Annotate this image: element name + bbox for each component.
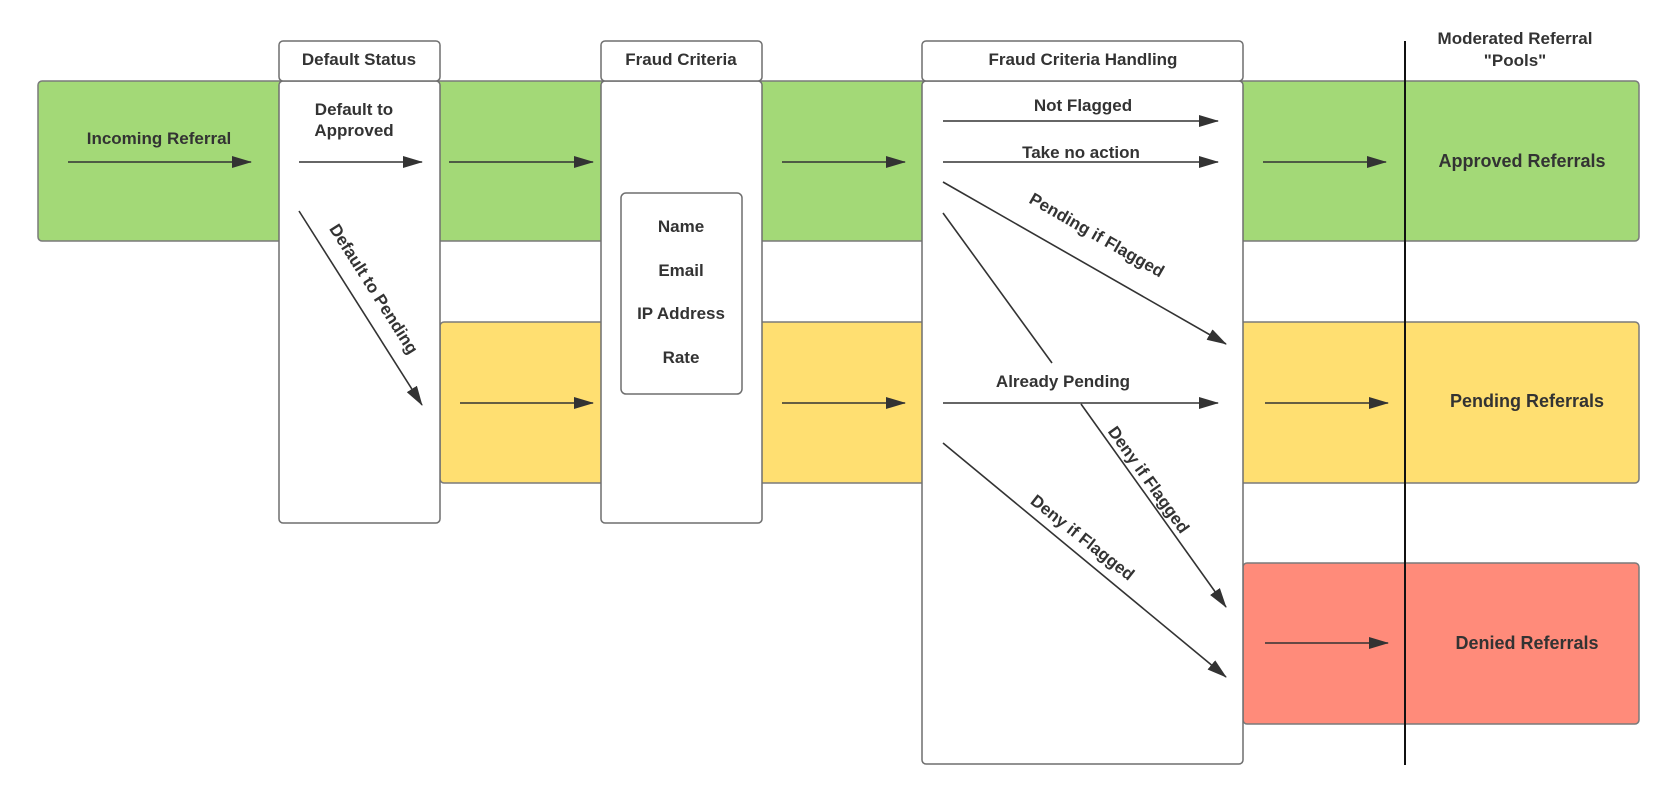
- pools-title-line2: "Pools": [1484, 51, 1546, 70]
- pools-title-line1: Moderated Referral: [1438, 29, 1593, 48]
- pending-pool-label: Pending Referrals: [1450, 391, 1604, 411]
- deny-if-flagged-arrow-b: [942, 442, 1227, 678]
- fraud-criteria-header: [600, 40, 763, 82]
- fraud-criteria-title: Fraud Criteria: [625, 50, 737, 69]
- already-pending-label: Already Pending: [996, 372, 1130, 391]
- deny-if-flagged-arrow-a: [1080, 403, 1227, 608]
- pending-flag-connector: [942, 212, 1053, 364]
- default-status-header: [278, 40, 441, 82]
- criteria-ip-address: IP Address: [637, 304, 725, 323]
- default-status-title: Default Status: [302, 50, 416, 69]
- default-pending-arrow: [298, 210, 423, 406]
- fraud-handling-title: Fraud Criteria Handling: [989, 50, 1178, 69]
- fraud-handling-header: [921, 40, 1244, 82]
- approved-band: [37, 80, 1640, 242]
- criteria-rate: Rate: [663, 348, 700, 367]
- denied-pool-label: Denied Referrals: [1455, 633, 1598, 653]
- approved-pool-label: Approved Referrals: [1438, 151, 1605, 171]
- criteria-email: Email: [658, 261, 703, 280]
- not-flagged-label: Not Flagged: [1034, 96, 1132, 115]
- criteria-list-box: [620, 192, 743, 395]
- default-status-column: [278, 80, 441, 524]
- take-no-action-label: Take no action: [1022, 143, 1140, 162]
- default-approved-label-line1: Default to: [315, 100, 393, 119]
- fraud-handling-column: [921, 80, 1244, 765]
- pending-if-flagged-arrow: [942, 181, 1227, 345]
- criteria-name: Name: [658, 217, 704, 236]
- incoming-referral-label: Incoming Referral: [87, 129, 232, 148]
- default-approved-label-line2: Approved: [314, 121, 393, 140]
